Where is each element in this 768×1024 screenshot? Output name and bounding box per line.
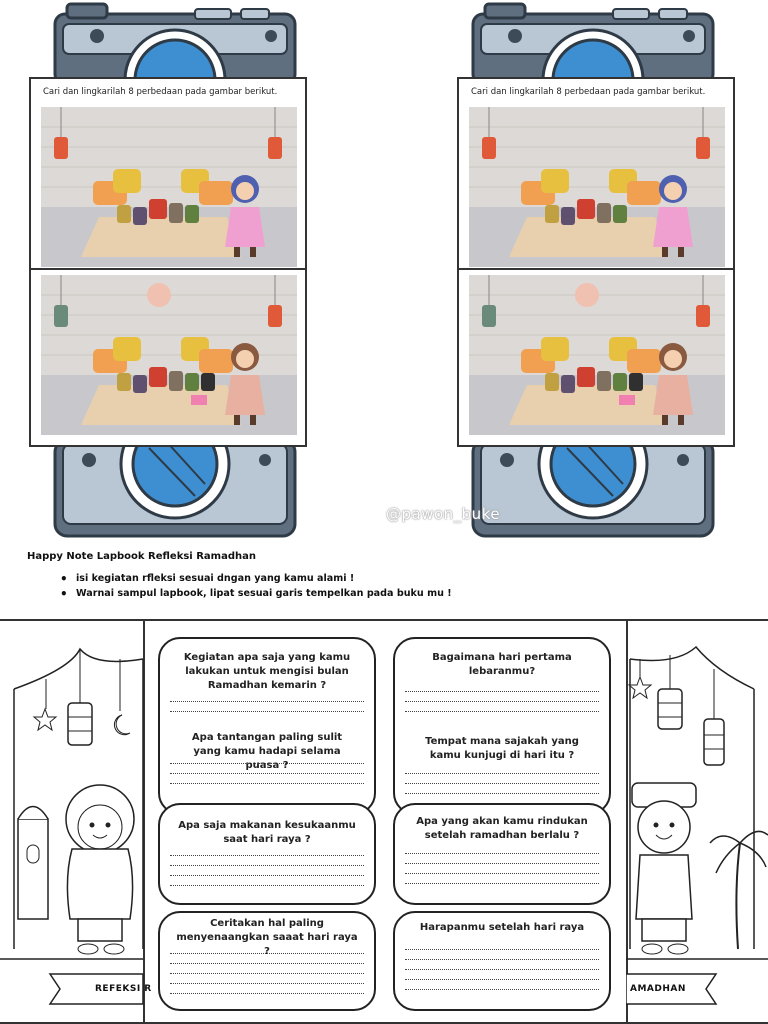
right-flap-illustration <box>626 645 768 1005</box>
answer-lines[interactable] <box>405 691 599 721</box>
question-text: Kegiatan apa saja yang kamu lakukan untu… <box>183 652 351 691</box>
puzzle-divider <box>31 268 305 270</box>
answer-lines[interactable] <box>405 773 599 803</box>
question-box-2: Bagaimana hari pertama lebaranmu? Tempat… <box>393 637 611 815</box>
ramadhan-scene-illustration <box>469 107 725 267</box>
scene-top <box>469 107 725 267</box>
puzzle-card-right: Cari dan lingkarilah 8 perbedaan pada ga… <box>457 77 735 447</box>
question-box-4: Apa yang akan kamu rindukan setelah rama… <box>393 803 611 905</box>
ramadhan-scene-illustration-variant <box>469 275 725 435</box>
question-text: Apa yang akan kamu rindukan setelah rama… <box>416 816 588 841</box>
camera-frame-right <box>463 0 723 540</box>
answer-lines[interactable] <box>170 953 364 1003</box>
ramadhan-scene-illustration <box>41 107 297 267</box>
answer-lines[interactable] <box>405 949 599 999</box>
question-text: Harapanmu setelah hari raya <box>419 922 585 933</box>
camera-bottom-left <box>53 440 297 538</box>
watermark-text: @pawon_buke <box>386 505 501 523</box>
instruction-item: Warnai sampul lapbook, lipat sesuai gari… <box>60 587 452 601</box>
question-box-5: Ceritakan hal paling menyenaangkan saaat… <box>158 911 376 1011</box>
question-box-3: Apa saja makanan kesukaanmu saat hari ra… <box>158 803 376 905</box>
camera-top-left <box>53 2 297 80</box>
left-flap-illustration <box>0 647 144 1005</box>
scene-bottom <box>41 275 297 435</box>
question-text: Tempat mana sajakah yang kamu kunjugi di… <box>425 736 579 761</box>
lapbook-title: Happy Note Lapbook Refleksi Ramadhan <box>27 551 256 562</box>
puzzle-divider <box>459 268 733 270</box>
ramadhan-scene-illustration-variant <box>41 275 297 435</box>
camera-frame-left <box>45 0 305 540</box>
camera-bottom-right <box>471 440 715 538</box>
scene-top <box>41 107 297 267</box>
instruction-list: isi kegiatan rfleksi sesuai dngan yang k… <box>60 572 452 603</box>
question-text: Apa saja makanan kesukaanmu saat hari ra… <box>178 820 356 845</box>
question-text: Ceritakan hal paling menyenaangkan saaat… <box>176 918 358 957</box>
right-banner-text: AMADHAN <box>630 984 686 994</box>
instruction-item: isi kegiatan rfleksi sesuai dngan yang k… <box>60 572 452 586</box>
puzzle-instruction: Cari dan lingkarilah 8 perbedaan pada ga… <box>43 87 278 97</box>
lapbook-template: REFEKSI R AMADHAN Kegiatan apa saja yang… <box>0 619 768 1024</box>
scene-bottom <box>469 275 725 435</box>
camera-top-right <box>471 2 715 80</box>
right-flap-border <box>626 619 768 1024</box>
puzzle-card-left: Cari dan lingkarilah 8 perbedaan pada ga… <box>29 77 307 447</box>
question-box-6: Harapanmu setelah hari raya <box>393 911 611 1011</box>
answer-lines[interactable] <box>170 763 364 793</box>
question-text: Bagaimana hari pertama lebaranmu? <box>432 652 572 677</box>
question-text: Apa tantangan paling sulit yang kamu had… <box>191 732 343 771</box>
answer-lines[interactable] <box>170 855 364 895</box>
question-box-1: Kegiatan apa saja yang kamu lakukan untu… <box>158 637 376 815</box>
answer-lines[interactable] <box>405 853 599 893</box>
left-banner-text: REFEKSI R <box>95 984 152 994</box>
answer-lines[interactable] <box>170 701 364 721</box>
puzzle-instruction: Cari dan lingkarilah 8 perbedaan pada ga… <box>471 87 706 97</box>
